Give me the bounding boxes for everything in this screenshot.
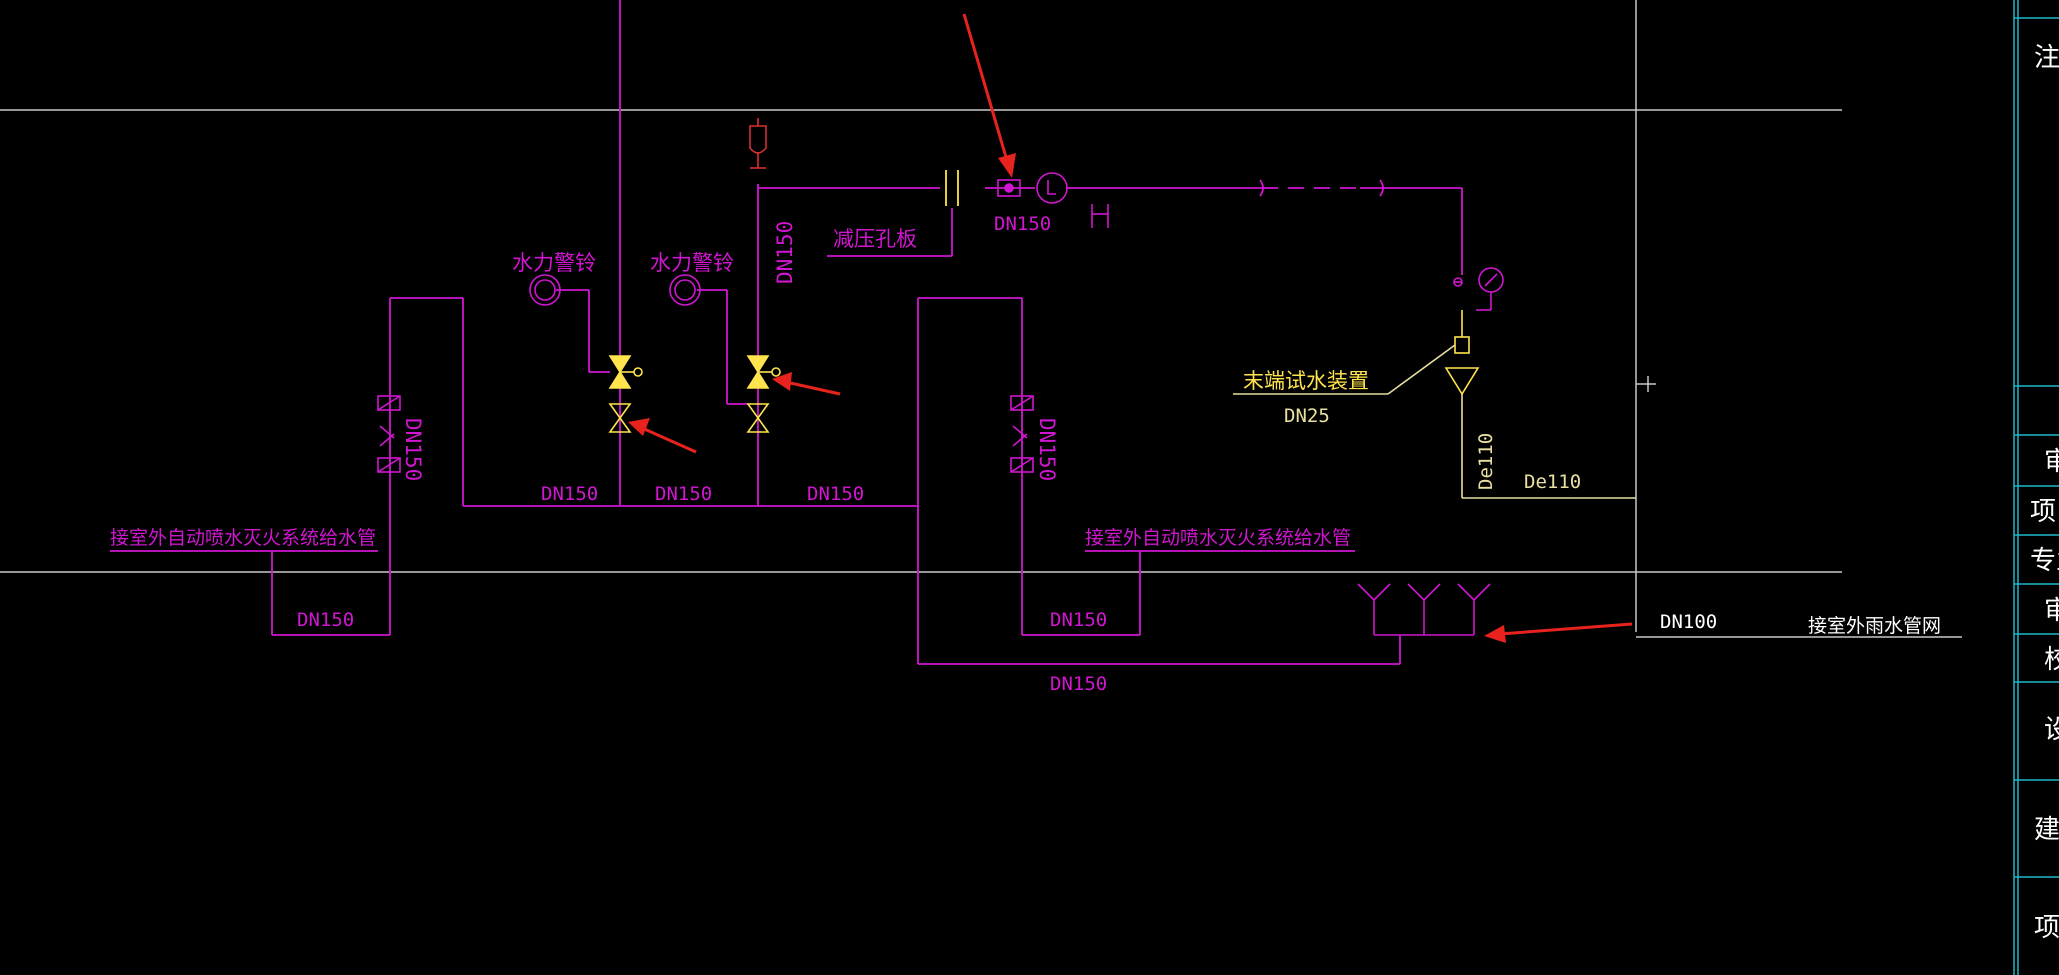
drain-horizontal-label: De110	[1524, 471, 1581, 493]
rain-outdoor-label: 接室外雨水管网	[1808, 615, 1941, 637]
test-valve-icon	[1454, 310, 1470, 354]
lower-loop-dn-label: DN150	[1050, 673, 1107, 695]
alarm-bell-icon	[529, 274, 561, 306]
left-bottom-dn-label: DN150	[297, 609, 354, 631]
flow-switch-icon	[997, 179, 1021, 197]
annotation-arrows	[628, 13, 1633, 643]
mid-bottom-dn-label: DN150	[1050, 609, 1107, 631]
alarm-bell-label-1: 水力警铃	[512, 251, 596, 275]
check-valve-icon	[377, 395, 401, 473]
alarm-valve-icon	[746, 355, 781, 433]
titleblock-row: 项目	[2034, 913, 2059, 943]
drain-labels: 末端试水装置 DN25 De110 De110 DN100 接室外雨水管网	[1243, 369, 1941, 637]
annotation-leaders	[1233, 344, 1456, 395]
header-dn-label-3: DN150	[807, 483, 864, 505]
flow-dn-label: DN150	[994, 213, 1051, 235]
orifice-plate-icon	[945, 170, 959, 206]
alarm-bell-label-2: 水力警铃	[650, 251, 734, 275]
header-dn-label-2: DN150	[655, 483, 712, 505]
test-dn-label: DN25	[1284, 405, 1330, 427]
alarm-valve-icon	[608, 355, 643, 433]
title-block-text: 注 审 项目 专业 审 校 设 建 项目	[2030, 43, 2059, 943]
title-block	[2013, 0, 2059, 975]
check-valve-icon	[1010, 395, 1034, 473]
header-dn-label-1: DN150	[541, 483, 598, 505]
titleblock-row: 设	[2044, 715, 2059, 745]
exhaust-valve-icon	[749, 118, 767, 169]
left-pump-dn-label: DN150	[401, 418, 425, 481]
test-device-label: 末端试水装置	[1243, 369, 1369, 393]
titleblock-row: 审	[2044, 596, 2059, 626]
rain-hopper-icon	[1357, 583, 1491, 636]
titleblock-row: 审	[2044, 447, 2059, 477]
riser-dn-label: DN150	[773, 221, 797, 284]
funnel-icon	[1444, 367, 1480, 396]
gate-valve-icon	[1091, 204, 1109, 228]
fire-pipes	[110, 0, 1463, 665]
titleblock-row: 校	[2044, 645, 2059, 675]
alarm-bell-icon	[669, 274, 701, 306]
dashed-pipe	[1259, 179, 1384, 197]
titleblock-row: 项目	[2030, 497, 2059, 527]
drain-pipe	[1461, 394, 1636, 499]
mid-pump-dn-label: DN150	[1035, 418, 1059, 481]
titleblock-notes: 注	[2034, 43, 2059, 73]
pressure-plate-label: 减压孔板	[833, 227, 917, 251]
drain-vertical-label: De110	[1475, 433, 1497, 490]
drawing-border	[0, 0, 1962, 638]
titleblock-row: 建	[2034, 815, 2059, 845]
left-outdoor-pipe-label: 接室外自动喷水灭火系统给水管	[110, 527, 376, 549]
pipe-labels: 水力警铃 水力警铃 DN150 减压孔板 DN150 DN150 DN150 D…	[110, 213, 1351, 695]
mid-outdoor-pipe-label: 接室外自动喷水灭火系统给水管	[1085, 527, 1351, 549]
rain-dn-label: DN100	[1660, 611, 1717, 633]
pressure-gauge-icon	[1453, 267, 1504, 311]
titleblock-row: 专业	[2030, 546, 2059, 576]
flow-meter-icon	[1036, 172, 1068, 204]
